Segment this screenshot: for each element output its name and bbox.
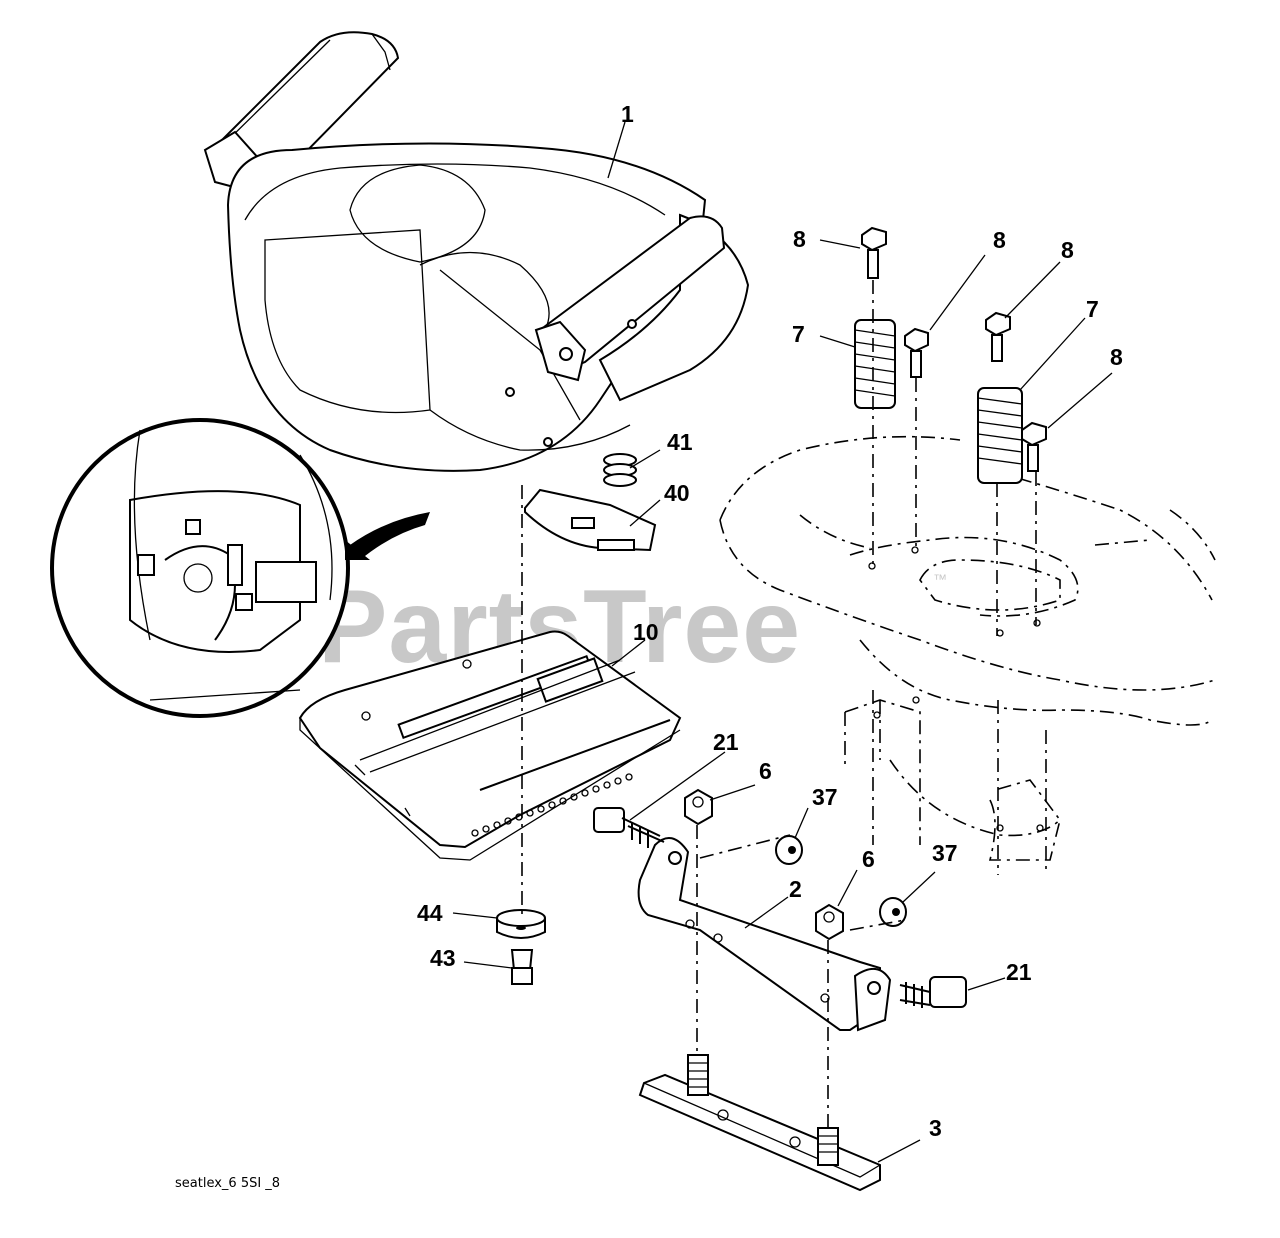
callout-6b: 6 xyxy=(862,846,875,872)
bolt-8-a[interactable] xyxy=(861,226,887,279)
bolt-8-c[interactable] xyxy=(985,311,1011,362)
callout-8c: 8 xyxy=(1061,237,1074,263)
bolt-8-b[interactable] xyxy=(904,327,929,378)
spring-7-b[interactable] xyxy=(977,387,1023,484)
callout-10: 10 xyxy=(633,619,659,645)
seat[interactable] xyxy=(203,31,750,472)
bolt-21-left[interactable] xyxy=(593,807,665,848)
diagram-code: seatlex_6 5SI _8 xyxy=(175,1176,280,1191)
callout-7b: 7 xyxy=(1086,296,1099,322)
seat-pan[interactable] xyxy=(298,630,682,861)
callout-2: 2 xyxy=(789,876,802,902)
spring-7-a[interactable] xyxy=(854,319,896,409)
watermark-trademark: ™ xyxy=(933,571,947,587)
callout-21a: 21 xyxy=(713,729,739,755)
callout-40: 40 xyxy=(664,480,690,506)
callout-8a: 8 xyxy=(793,226,806,252)
callout-6a: 6 xyxy=(759,758,772,784)
detail-view xyxy=(50,418,430,718)
bracket[interactable] xyxy=(637,837,892,1032)
callout-7a: 7 xyxy=(792,321,805,347)
washer-37-left[interactable] xyxy=(775,835,803,865)
assembly-lines xyxy=(521,280,1047,1128)
seat-plate-40[interactable] xyxy=(524,488,657,552)
leader-lines xyxy=(452,121,1113,1163)
bolt-21-right[interactable] xyxy=(899,976,967,1008)
base-plate[interactable] xyxy=(638,1054,881,1192)
callout-44: 44 xyxy=(417,900,443,926)
callout-43: 43 xyxy=(430,945,456,971)
nut-6-left[interactable] xyxy=(684,788,713,826)
callout-37a: 37 xyxy=(812,784,838,810)
callout-8b: 8 xyxy=(993,227,1006,253)
callout-21b: 21 xyxy=(1006,959,1032,985)
bolt-43[interactable] xyxy=(510,949,534,985)
callout-1: 1 xyxy=(621,101,634,127)
nut-6-right[interactable] xyxy=(815,903,844,941)
washer-37-right[interactable] xyxy=(879,897,907,927)
bolt-8-d[interactable] xyxy=(1021,421,1047,472)
fender xyxy=(719,435,1216,861)
spring-41[interactable] xyxy=(603,453,637,487)
callout-41: 41 xyxy=(667,429,693,455)
callout-37b: 37 xyxy=(932,840,958,866)
washer-44[interactable] xyxy=(496,909,546,939)
callout-3: 3 xyxy=(929,1115,942,1141)
callout-8d: 8 xyxy=(1110,344,1123,370)
